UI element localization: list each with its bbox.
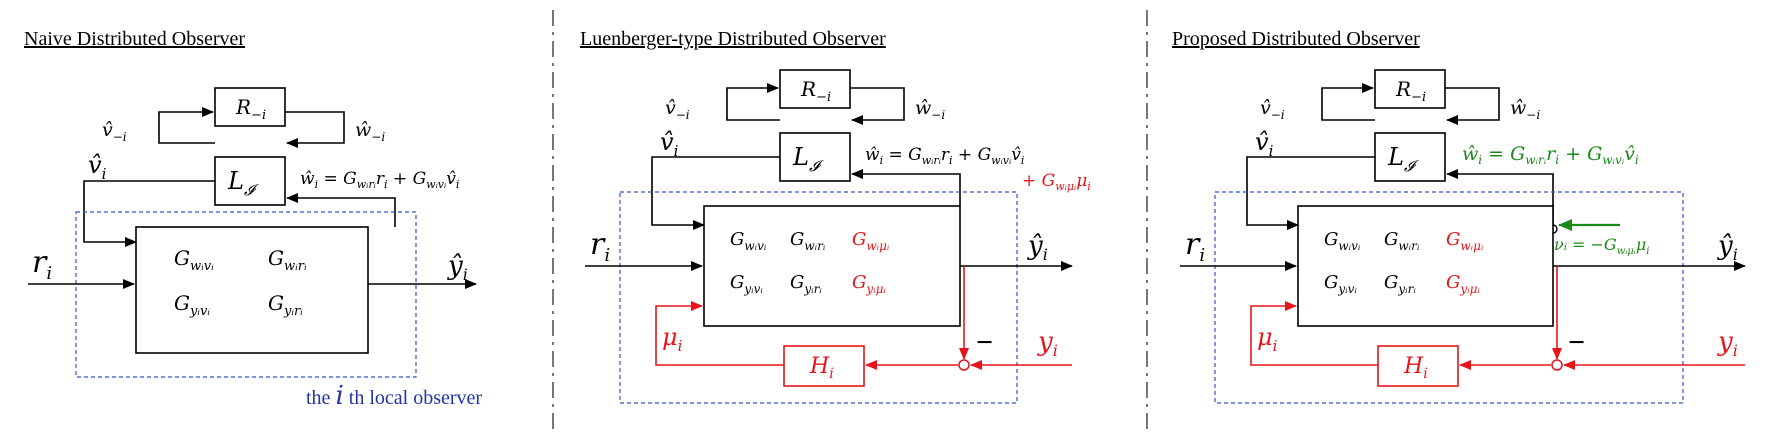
r-i-label: ri bbox=[32, 245, 52, 284]
h-block bbox=[783, 345, 865, 387]
v-hat-i-label: v̂i bbox=[1255, 128, 1274, 160]
y-hat-i-label: ŷi bbox=[1717, 231, 1738, 264]
minus-sign: − bbox=[1568, 326, 1585, 359]
panel-luenberger: Luenberger-type Distributed Observer R−i… bbox=[580, 28, 1091, 404]
summing-junction bbox=[958, 359, 970, 371]
main-g-block bbox=[1297, 205, 1554, 327]
r-block-label: R−i bbox=[235, 95, 266, 123]
l-block bbox=[214, 156, 286, 206]
matrix-g-yv: Gyᵢvᵢ bbox=[1324, 272, 1357, 296]
panel-title: Naive Distributed Observer bbox=[24, 28, 245, 50]
w-hat-i-equation-green: ŵi = Gwᵢrᵢri + Gwᵢvᵢv̂i bbox=[1462, 143, 1639, 167]
panel-title: Luenberger-type Distributed Observer bbox=[580, 28, 886, 50]
r-minus-i-block bbox=[214, 87, 286, 127]
w-hat-mu-term: + Gwᵢμᵢμi bbox=[1022, 171, 1091, 193]
r-i-label: ri bbox=[1185, 227, 1205, 266]
main-g-block bbox=[135, 226, 369, 354]
h-block bbox=[1377, 345, 1459, 387]
summing-junction bbox=[1551, 359, 1563, 371]
panel-naive: Naive Distributed Observer R−i L𝓘 v̂−i ŵ… bbox=[24, 28, 482, 411]
mu-i-label: μi bbox=[662, 323, 683, 355]
r-minus-i-block bbox=[1374, 69, 1446, 109]
r-minus-i-block bbox=[779, 69, 851, 109]
local-observer-region bbox=[619, 191, 1018, 404]
nu-equation: νᵢ = −Gwᵢμᵢμi bbox=[1554, 235, 1649, 257]
w-hat-minus-i-label: ŵ−i bbox=[355, 119, 385, 144]
w-hat-minus-i-label: ŵ−i bbox=[915, 97, 945, 122]
matrix-g-ymu: Gyᵢμᵢ bbox=[1446, 272, 1480, 296]
y-i-label: yi bbox=[1037, 327, 1058, 360]
l-block bbox=[779, 132, 851, 182]
local-observer-region bbox=[1214, 191, 1684, 404]
v-hat-minus-i-label: v̂−i bbox=[1260, 97, 1285, 122]
v-hat-i-label: v̂i bbox=[88, 151, 107, 183]
mu-i-label: μi bbox=[1257, 323, 1278, 355]
panel-title: Proposed Distributed Observer bbox=[1172, 28, 1420, 50]
y-i-label: yi bbox=[1717, 327, 1738, 360]
minus-sign: − bbox=[976, 326, 993, 359]
h-block-label: Hi bbox=[809, 354, 834, 382]
panel-proposed: Proposed Distributed Observer R−i L𝓘 v̂−… bbox=[1172, 28, 1746, 404]
v-hat-minus-i-label: v̂−i bbox=[665, 97, 690, 122]
matrix-g-wv: Gwᵢvᵢ bbox=[174, 246, 214, 274]
y-hat-i-label: ŷi bbox=[447, 251, 468, 284]
local-observer-region bbox=[75, 211, 417, 378]
main-g-block bbox=[703, 205, 961, 327]
y-hat-i-label: ŷi bbox=[1027, 231, 1048, 264]
v-hat-minus-i-label: v̂−i bbox=[102, 119, 127, 144]
w-hat-i-equation: ŵi = Gwᵢrᵢri + Gwᵢvᵢv̂i bbox=[300, 169, 459, 191]
local-observer-caption: the i th local observer bbox=[306, 381, 482, 411]
v-hat-i-label: v̂i bbox=[660, 128, 679, 160]
w-hat-minus-i-label: ŵ−i bbox=[1510, 97, 1540, 122]
w-hat-i-equation: ŵi = Gwᵢrᵢri + Gwᵢvᵢv̂i bbox=[865, 145, 1024, 167]
r-i-label: ri bbox=[590, 227, 610, 266]
